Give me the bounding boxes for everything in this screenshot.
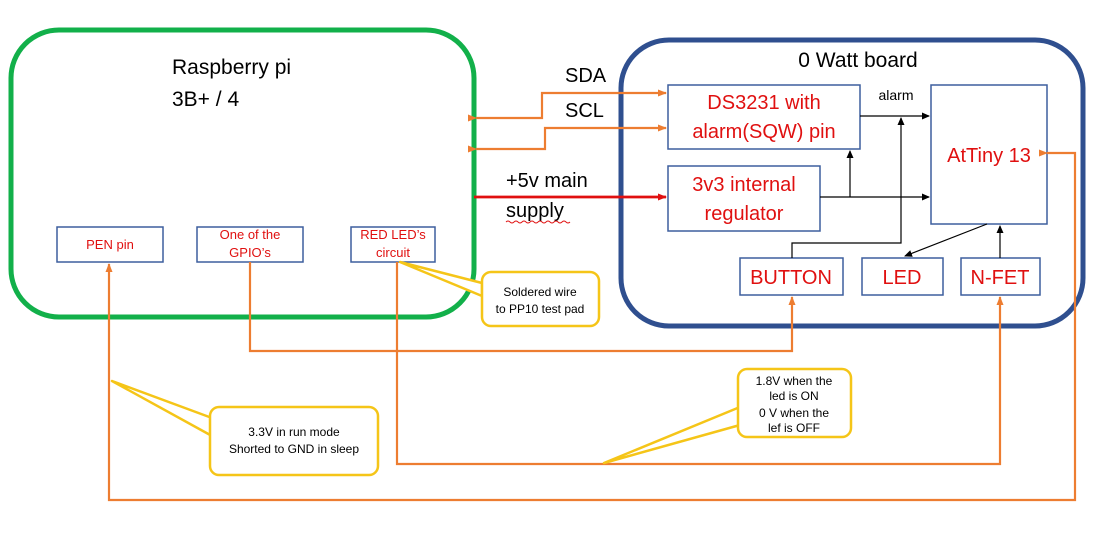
- led-voltage-line1: 1.8V when the: [756, 374, 833, 388]
- led-circuit-to-nfet-wire: [395, 262, 1004, 466]
- alarm-label: alarm: [878, 87, 913, 103]
- ds3231-box: [667, 84, 861, 150]
- gpio-label-line1: One of the: [220, 227, 281, 242]
- pen-voltage-line1: 3.3V in run mode: [248, 425, 340, 439]
- soldered-callout: [480, 270, 601, 328]
- pi-title-line2: 3B+ / 4: [172, 88, 239, 111]
- regulator-label-line1: 3v3 internal: [692, 174, 795, 196]
- red-led-circuit-line2: circuit: [376, 245, 410, 260]
- pen-pin-label: PEN pin: [86, 237, 134, 252]
- led-voltage-line4: lef is OFF: [768, 421, 820, 435]
- ds3231-label-line2: alarm(SQW) pin: [692, 121, 835, 143]
- scl-label: SCL: [565, 100, 604, 122]
- led-voltage-line2: led is ON: [769, 389, 818, 403]
- pen-voltage-callout-pointer: [110, 379, 214, 438]
- led-label: LED: [883, 267, 922, 289]
- scl-wire: [468, 124, 667, 153]
- sda-wire: [468, 89, 667, 122]
- led-voltage-line3: 0 V when the: [759, 406, 829, 420]
- pen-voltage-callout: [208, 405, 380, 477]
- soldered-callout-line1: Soldered wire: [503, 285, 577, 299]
- soldered-callout-pointer: [398, 260, 484, 298]
- led-voltage-callout-pointer: [602, 405, 742, 465]
- soldered-callout-line2: to PP10 test pad: [496, 302, 585, 316]
- attiny-label: AtTiny 13: [947, 145, 1031, 167]
- sda-label: SDA: [565, 65, 607, 87]
- attiny-to-led-line: [904, 223, 988, 257]
- pi-title-line1: Raspberry pi: [172, 56, 291, 79]
- board-title: 0 Watt board: [798, 49, 917, 72]
- nfet-label: N-FET: [971, 267, 1030, 289]
- gpio-label-line2: GPIO’s: [229, 245, 271, 260]
- regulator-label-line2: regulator: [705, 203, 784, 225]
- red-led-circuit-line1: RED LED’s: [360, 227, 426, 242]
- gpio-to-button-wire: [248, 262, 796, 353]
- led-voltage-callout: [736, 367, 853, 439]
- pen-voltage-line2: Shorted to GND in sleep: [229, 442, 359, 456]
- supply-label-line2: supply: [506, 200, 564, 222]
- supply-label-line1: +5v main: [506, 170, 588, 192]
- attiny-to-pen-wire: [105, 149, 1077, 502]
- ds3231-label-line1: DS3231 with: [707, 92, 820, 114]
- button-label: BUTTON: [750, 267, 832, 289]
